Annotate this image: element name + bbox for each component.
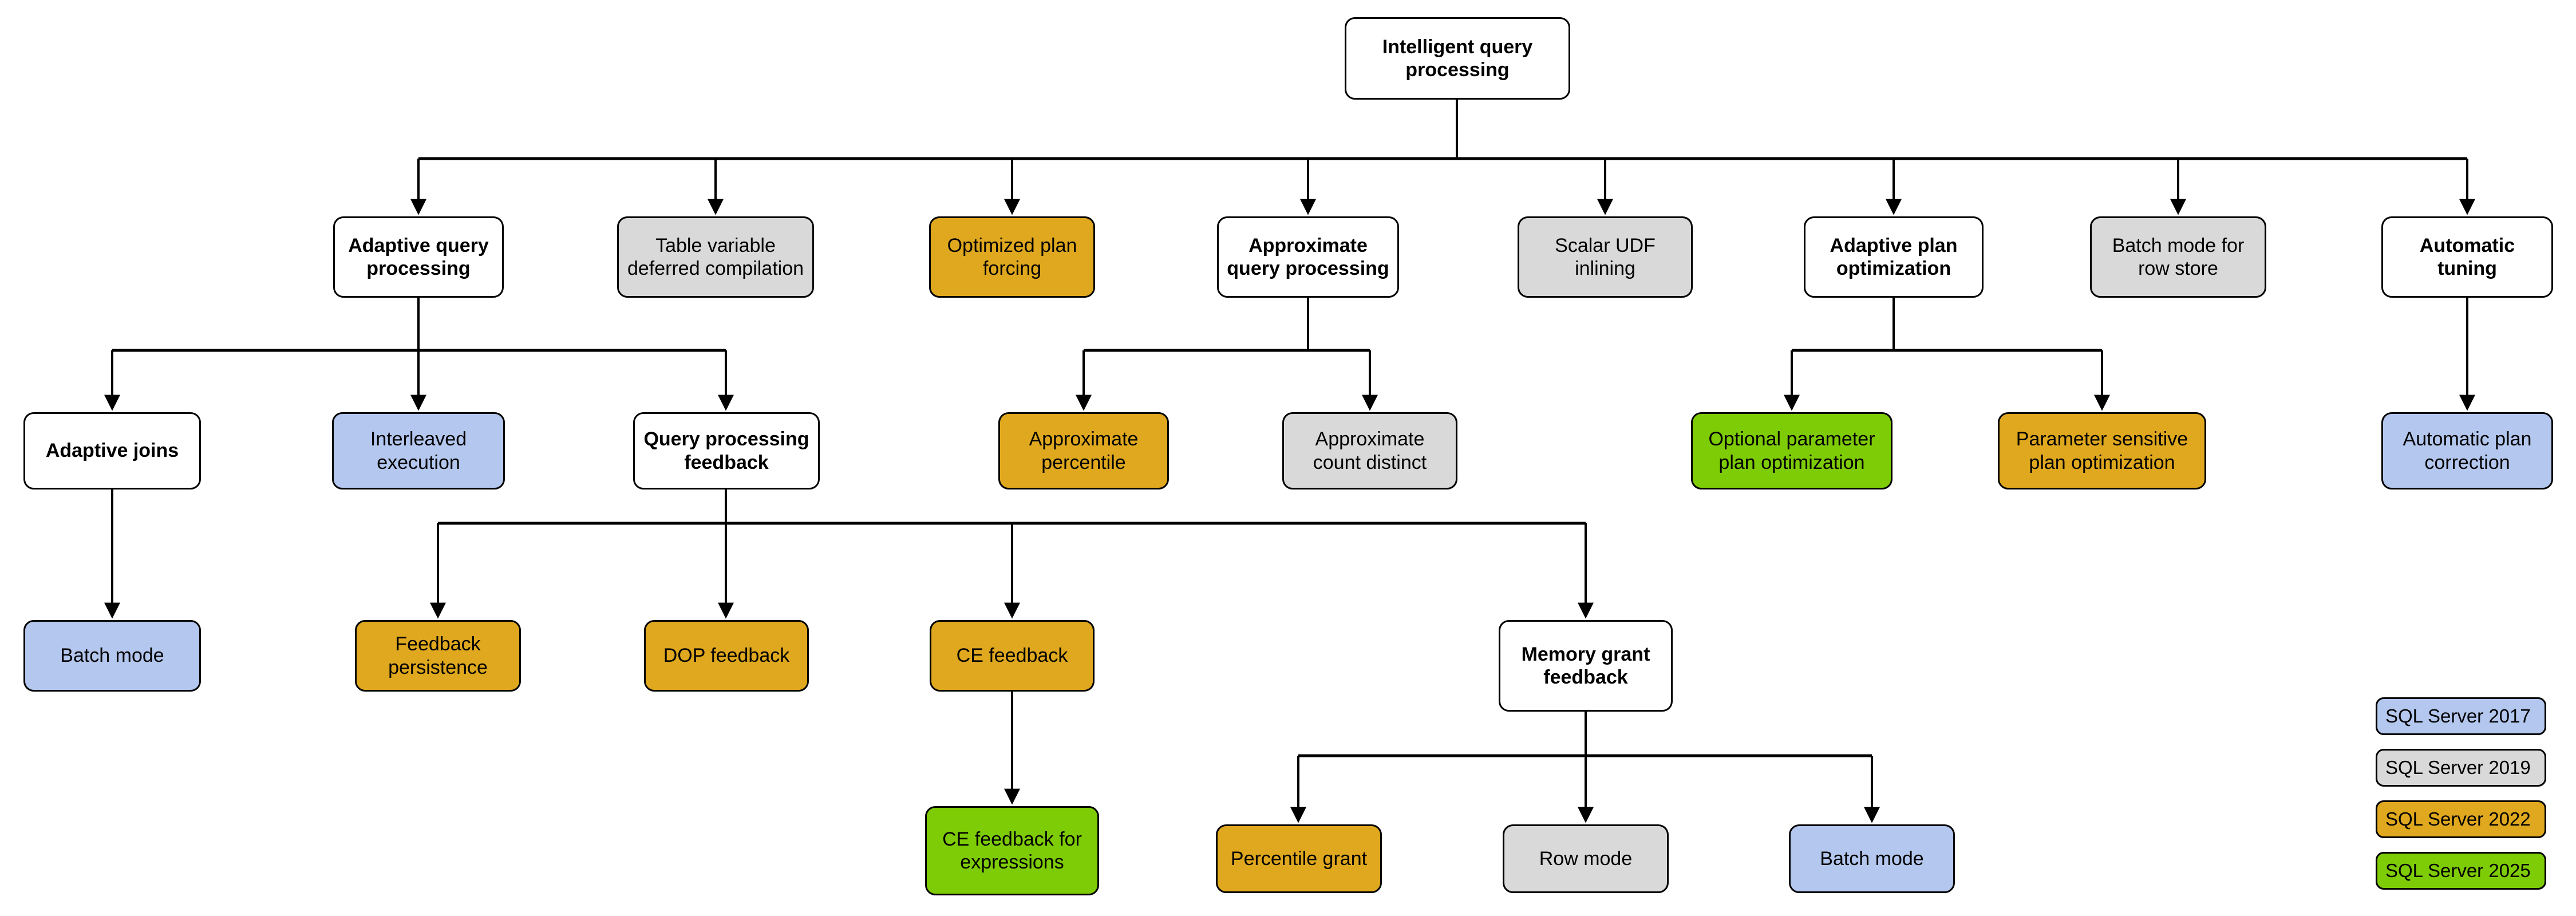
node-batch-mode-memory-grant[interactable]: Batch mode	[1789, 824, 1955, 893]
node-adaptive-joins[interactable]: Adaptive joins	[23, 412, 201, 489]
node-approximate-percentile[interactable]: Approximate percentile	[998, 412, 1169, 489]
node-automatic-plan-correction[interactable]: Automatic plan correction	[2381, 412, 2553, 489]
node-intelligent-query-processing[interactable]: Intelligent query processing	[1345, 17, 1570, 100]
node-batch-mode-for-row-store[interactable]: Batch mode for row store	[2090, 216, 2266, 298]
node-approximate-query-processing[interactable]: Approximate query processing	[1217, 216, 1399, 298]
node-table-variable-deferred-compilation[interactable]: Table variable deferred compilation	[617, 216, 814, 298]
node-interleaved-execution[interactable]: Interleaved execution	[332, 412, 505, 489]
node-row-mode[interactable]: Row mode	[1503, 824, 1669, 893]
node-ce-feedback-for-expressions[interactable]: CE feedback for expressions	[925, 806, 1099, 895]
node-query-processing-feedback[interactable]: Query processing feedback	[633, 412, 820, 489]
node-optional-parameter-plan-optimization[interactable]: Optional parameter plan optimization	[1691, 412, 1893, 489]
legend-item-sql-server-2017: SQL Server 2017	[2376, 697, 2546, 735]
legend-item-sql-server-2019: SQL Server 2019	[2376, 749, 2546, 787]
node-batch-mode-adaptive-joins[interactable]: Batch mode	[23, 620, 201, 692]
node-adaptive-query-processing[interactable]: Adaptive query processing	[333, 216, 504, 298]
legend-item-sql-server-2022: SQL Server 2022	[2376, 800, 2546, 838]
node-adaptive-plan-optimization[interactable]: Adaptive plan optimization	[1804, 216, 1984, 298]
legend-item-sql-server-2025: SQL Server 2025	[2376, 852, 2546, 890]
node-optimized-plan-forcing[interactable]: Optimized plan forcing	[929, 216, 1095, 298]
node-parameter-sensitive-plan-optimization[interactable]: Parameter sensitive plan optimization	[1998, 412, 2206, 489]
node-dop-feedback[interactable]: DOP feedback	[644, 620, 809, 692]
node-memory-grant-feedback[interactable]: Memory grant feedback	[1499, 620, 1673, 712]
node-feedback-persistence[interactable]: Feedback persistence	[355, 620, 521, 692]
node-ce-feedback[interactable]: CE feedback	[930, 620, 1095, 692]
node-scalar-udf-inlining[interactable]: Scalar UDF inlining	[1518, 216, 1693, 298]
node-automatic-tuning[interactable]: Automatic tuning	[2381, 216, 2553, 298]
node-approximate-count-distinct[interactable]: Approximate count distinct	[1282, 412, 1457, 489]
node-percentile-grant[interactable]: Percentile grant	[1216, 824, 1382, 893]
